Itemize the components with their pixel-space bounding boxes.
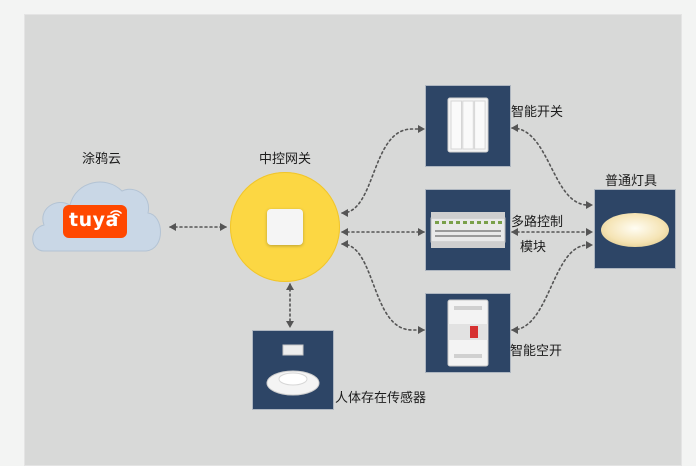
breaker-label: 智能空开 bbox=[510, 344, 563, 359]
din-module-icon bbox=[430, 212, 506, 248]
link-switch-light bbox=[511, 124, 593, 209]
module-label-line2: 模块 bbox=[520, 240, 547, 255]
link-breaker-light bbox=[511, 241, 593, 334]
module-label-line1: 多路控制 bbox=[511, 215, 564, 230]
light-tile bbox=[594, 189, 676, 269]
cloud-label: 涂鸦云 bbox=[82, 152, 122, 167]
link-gateway-breaker bbox=[341, 240, 425, 334]
presence-sensor-icon bbox=[266, 344, 320, 396]
smart-switch-label: 智能开关 bbox=[511, 105, 564, 120]
ceiling-light-icon bbox=[601, 213, 669, 247]
tuya-logo: tuya bbox=[63, 205, 127, 238]
gateway-disc bbox=[230, 172, 340, 282]
wall-switch-icon bbox=[447, 97, 489, 153]
light-label: 普通灯具 bbox=[605, 174, 658, 189]
sensor-tile bbox=[252, 330, 334, 410]
wifi-icon bbox=[110, 210, 122, 220]
breaker-tile bbox=[425, 293, 511, 373]
gateway-label: 中控网关 bbox=[259, 152, 312, 167]
sensor-label: 人体存在传感器 bbox=[335, 391, 427, 406]
tuya-logo-text: tuya bbox=[69, 209, 119, 231]
gateway-device-icon bbox=[267, 209, 303, 245]
link-gateway-switch bbox=[341, 125, 425, 217]
module-tile bbox=[425, 189, 511, 271]
circuit-breaker-icon bbox=[447, 299, 489, 367]
smart-switch-tile bbox=[425, 85, 511, 167]
